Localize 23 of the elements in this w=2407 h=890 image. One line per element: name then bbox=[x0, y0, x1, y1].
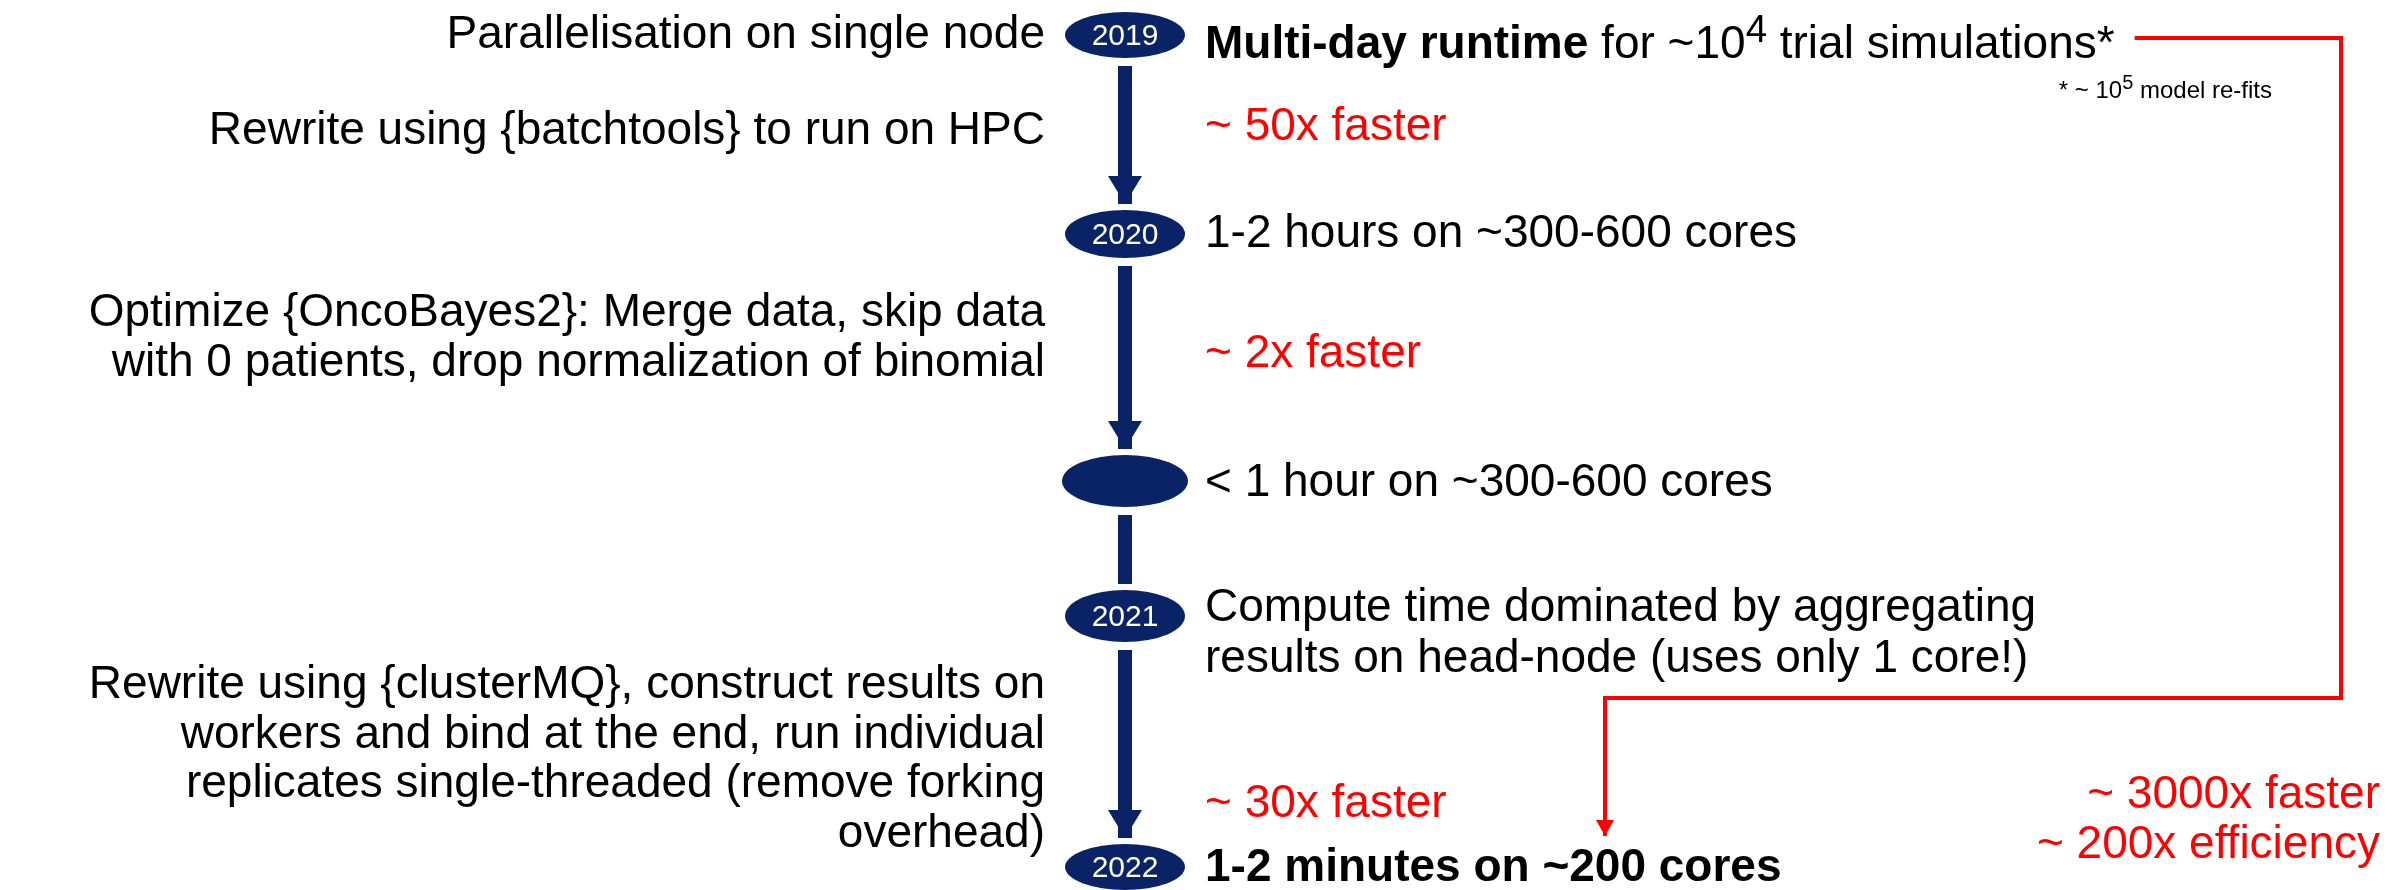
step-description: Rewrite using {clusterMQ}, construct results on workers and bind at the end, run individual replicates single-threaded (remove forking overhead) bbox=[87, 658, 1045, 857]
year-oval: 2020 bbox=[1065, 210, 1185, 258]
speedup-note: ~ 50x faster bbox=[1205, 100, 1448, 150]
milestone-text: Compute time dominated by aggregating results on head-node (uses only 1 core!) bbox=[1205, 580, 2165, 682]
timeline-arrow bbox=[1108, 66, 1142, 204]
speedup-note: ~ 2x faster bbox=[1205, 327, 1423, 377]
step-description: Optimize {OncoBayes2}: Merge data, skip data with 0 patients, drop normalization of binomial bbox=[87, 286, 1045, 386]
year-oval: 2019 bbox=[1065, 12, 1185, 58]
footnote: * ~ 10$^{5}$ model re-fits bbox=[2057, 72, 2272, 103]
speedup-note: ~ 200x efficiency bbox=[2035, 818, 2380, 868]
timeline-arrow bbox=[1108, 650, 1142, 838]
step-description: Rewrite using {batchtools} to run on HPC bbox=[207, 104, 1045, 154]
step-description: Parallelisation on single node bbox=[445, 8, 1045, 58]
year-oval: 2021 bbox=[1065, 590, 1185, 642]
milestone-text: 1-2 minutes on ~200 cores bbox=[1205, 840, 1782, 890]
speedup-note: ~ 30x faster bbox=[1205, 777, 1448, 827]
milestone-text: 1-2 hours on ~300-600 cores bbox=[1205, 206, 1797, 257]
year-oval: 2022 bbox=[1065, 844, 1185, 890]
speedup-arrow bbox=[1596, 35, 2343, 836]
milestone-text: < 1 hour on ~300-600 cores bbox=[1205, 455, 1773, 506]
timeline-arrow bbox=[1108, 266, 1142, 449]
milestone-text: Multi-day runtime for ~10$^{4}$ trial simulations* bbox=[1205, 8, 2115, 68]
speedup-note: ~ 3000x faster bbox=[2086, 768, 2380, 818]
